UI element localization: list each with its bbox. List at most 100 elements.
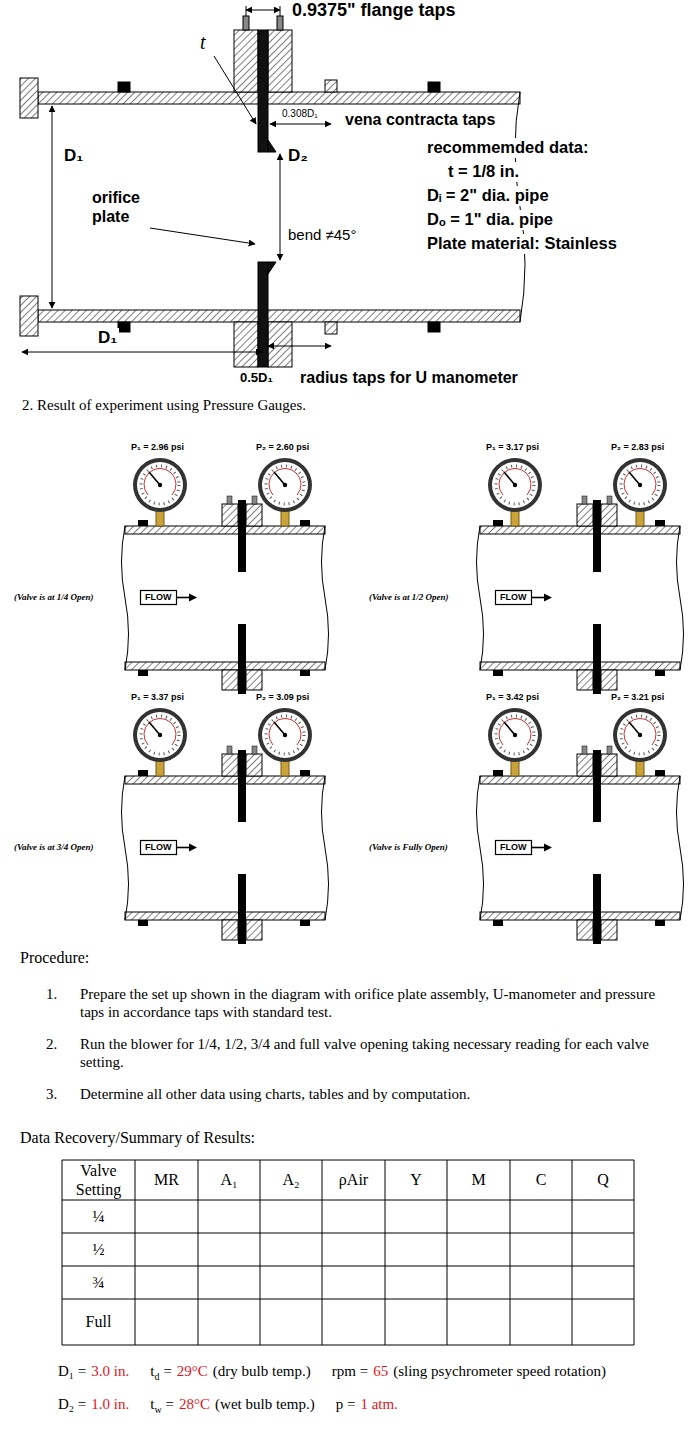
note: Dₒ = 1" dia. pipe [425,210,555,230]
valve-setting: (Valve is at 1/2 Open) [369,592,449,603]
table-cell: ¾ [62,1266,135,1299]
orifice-assembly [38,92,520,104]
given-data: (wet bulb temp.) [215,1396,315,1412]
annotation: bend ≠45° [288,226,356,244]
flow-arrow-shape [496,591,532,605]
dimension-lines [246,10,280,11]
given-data: rpm = [332,1363,368,1379]
flow-arrow-shape [141,591,177,605]
orifice-assembly [268,140,276,152]
valve-setting: (Valve is at 1/4 Open) [14,592,94,603]
given-data: = [163,1363,171,1379]
flow-arrow-shape [189,594,197,602]
orifice-assembly [20,296,38,336]
dimension-label: 0.308D₁ [282,108,318,120]
table-header: C [510,1160,572,1200]
results-table-grid [62,1160,634,1345]
table-cell: ½ [62,1233,135,1266]
orifice-assembly [428,322,440,332]
given-data: p = [336,1396,356,1412]
flow-arrow-shape [496,841,532,855]
flow-label: FLOW [145,842,172,852]
given-value: 29°C [177,1363,208,1379]
table-cell: Full [62,1299,135,1345]
flow-arrow: FLOW [140,590,198,605]
table-header: A₂ [260,1160,322,1200]
dimension-label: D₁ [96,328,119,348]
results-table-grid [385,1160,386,1345]
list-text: Run the blower for 1/4, 1/2, 3/4 and ful… [80,1035,675,1071]
orifice-assembly [515,92,525,322]
orifice-assembly [325,322,337,334]
results-table-grid [62,1266,634,1267]
dimension-lines [214,56,256,124]
given-data: t [150,1363,154,1379]
results-table-grid [62,1299,634,1300]
given-data-line: D₂ =1.0 in.tw=28°C(wet bulb temp.)p =1 a… [58,1395,403,1416]
results-table-grid [634,1160,635,1345]
orifice-assembly [258,30,268,152]
gauge-reading: P₁ = 3.17 psi [486,442,539,453]
results-table-grid [260,1160,261,1345]
orifice-assembly [234,30,258,92]
part-name: orifice plate [92,188,170,226]
section-heading: Procedure: [20,948,89,967]
dimension-lines [22,6,331,352]
gauge-reading: P₁ = 3.37 psi [131,692,184,703]
orifice-assembly [268,322,292,367]
results-table-grid [572,1160,573,1345]
flow-arrow-shape [532,597,546,599]
section-heading: 2. Result of experiment using Pressure G… [22,396,306,414]
orifice-assembly [258,262,268,367]
given-value: 28°C [179,1396,210,1412]
page-illustration [122,708,329,944]
results-table-grid [62,1200,634,1201]
given-data: = [166,1396,174,1412]
flow-arrow-shape [177,597,191,599]
given-data: (dry bulb temp.) [213,1363,311,1379]
page-illustration [477,708,684,944]
given-value: 1.0 in. [91,1396,129,1412]
flow-arrow-shape [141,841,177,855]
list-number: 3. [46,1085,57,1103]
flow-arrow-shape [177,847,191,849]
orifice-assembly [325,80,337,92]
given-data: (sling psychrometer speed rotation) [393,1363,606,1379]
orifice-assembly [118,322,130,332]
given-value: 3.0 in. [91,1363,129,1379]
dimension-label: 0.5D₁ [240,370,273,386]
results-table-grid [447,1160,448,1345]
note: Plate material: Stainless [425,234,619,254]
orifice-assembly [243,16,249,30]
flow-arrow-shape [189,844,197,852]
list-number: 1. [46,985,57,1003]
table-header: Q [572,1160,634,1200]
dimension-lines [52,106,53,308]
given-data-line: D₁ =3.0 in.td=29°C(dry bulb temp.)rpm =6… [58,1362,611,1383]
list-text: Prepare the set up shown in the diagram … [80,985,675,1021]
gauge-reading: P₂ = 3.09 psi [256,692,309,703]
part-name: vena contracta taps [345,110,495,129]
flow-arrow-shape [532,847,546,849]
results-table-grid [510,1160,511,1345]
dimension-lines [270,124,331,125]
list-text: Determine all other data using charts, t… [80,1085,675,1103]
table-header: Y [385,1160,447,1200]
note: recommemded data: [425,138,590,158]
results-table-grid [62,1160,634,1161]
flow-arrow: FLOW [495,840,553,855]
given-value: 65 [373,1363,388,1379]
part-name: radius taps for U manometer [300,368,518,387]
given-value: 1 atm. [360,1396,398,1412]
list-number: 2. [46,1035,57,1053]
note: Dᵢ = 2" dia. pipe [425,186,551,206]
given-data: w [154,1404,161,1415]
table-header: Valve Setting [62,1160,135,1200]
orifice-assembly [268,30,292,92]
dimension-label: D₂ [288,146,308,166]
flow-arrow-shape [544,844,552,852]
results-table-grid [198,1160,199,1345]
results-table-grid [322,1160,323,1345]
flow-arrow: FLOW [140,840,198,855]
valve-setting: (Valve is at 3/4 Open) [14,842,94,853]
